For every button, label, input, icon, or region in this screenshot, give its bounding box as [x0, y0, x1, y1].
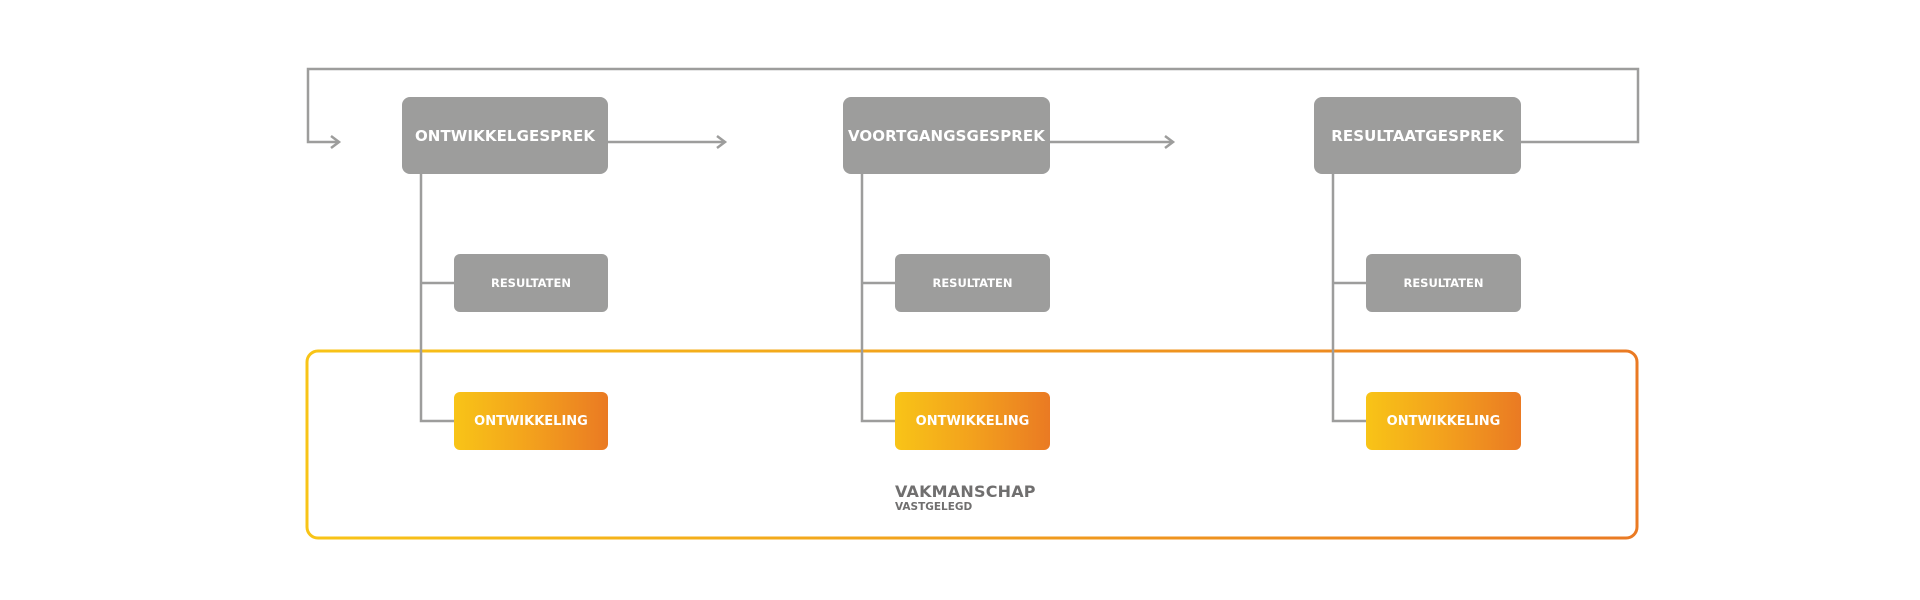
results-label: RESULTATEN: [932, 276, 1013, 290]
arrowhead-stage3: [1164, 135, 1176, 149]
stage-label: ONTWIKKELGESPREK: [414, 126, 596, 145]
feedback-loop-line: [306, 67, 1640, 144]
feedback-loop-arrowhead: [330, 135, 342, 149]
stage3-development-box: ONTWIKKELING: [1366, 392, 1521, 450]
results-label: RESULTATEN: [490, 276, 572, 290]
development-label: ONTWIKKELING: [474, 413, 588, 429]
stage1-development-box: ONTWIKKELING: [454, 392, 608, 450]
stage2-results-box: RESULTATEN: [895, 254, 1050, 312]
stage2-branch-line: [860, 174, 896, 423]
stage1-results-box: RESULTATEN: [454, 254, 608, 312]
stage-label: RESULTAATGESPREK: [1331, 126, 1504, 145]
development-label: ONTWIKKELING: [915, 413, 1030, 429]
stage2-development-box: ONTWIKKELING: [895, 392, 1050, 450]
stage-voortgangsgesprek: VOORTGANGSGESPREK: [843, 97, 1050, 174]
stage-label: VOORTGANGSGESPREK: [847, 126, 1046, 145]
stage3-results-box: RESULTATEN: [1366, 254, 1521, 312]
stage3-branch-line: [1331, 174, 1367, 423]
stage1-branch-line: [419, 174, 455, 423]
frame-title: VAKMANSCHAP: [895, 482, 1036, 501]
vakmanschap-label: VAKMANSCHAP VASTGELEGD: [895, 483, 1036, 514]
stage-ontwikkelgesprek: ONTWIKKELGESPREK: [402, 97, 608, 174]
vakmanschap-frame: [305, 349, 1639, 540]
development-label: ONTWIKKELING: [1386, 413, 1501, 429]
frame-subtitle: VASTGELEGD: [895, 501, 973, 513]
arrowhead-stage2: [716, 135, 728, 149]
stage-resultaatgesprek: RESULTAATGESPREK: [1314, 97, 1521, 174]
results-label: RESULTATEN: [1403, 276, 1484, 290]
